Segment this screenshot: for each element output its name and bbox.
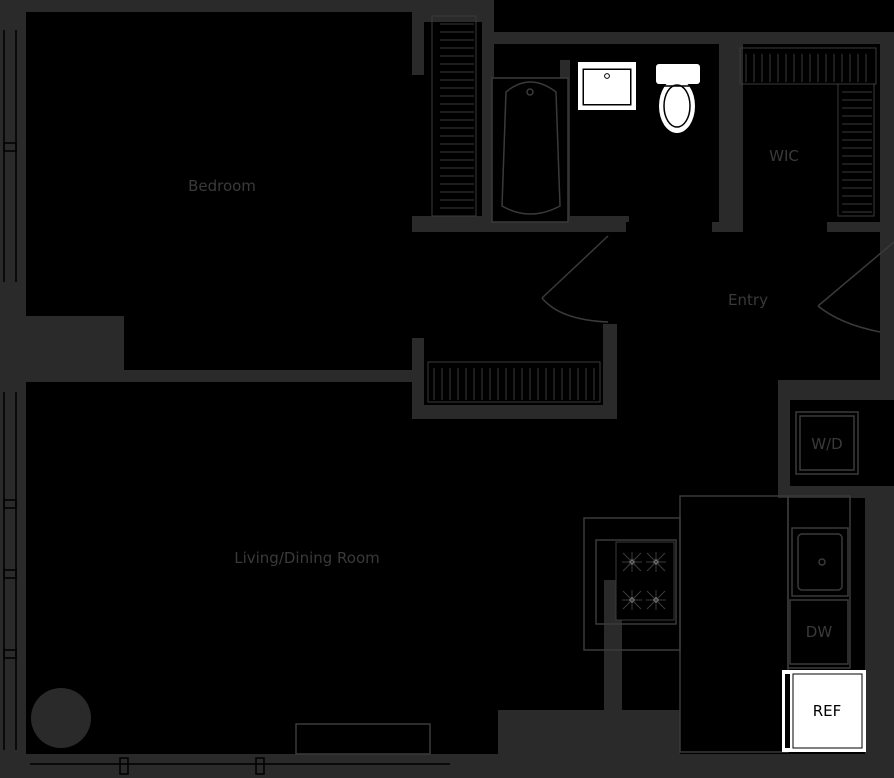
bathtub (491, 77, 569, 223)
room-label-entry: Entry (728, 291, 768, 309)
room-label-living-dining: Living/Dining Room (234, 549, 380, 567)
kitchen-sink (791, 527, 849, 597)
doors (541, 235, 894, 333)
burner-grate (622, 552, 642, 572)
fixture-label-wd: W/D (811, 435, 842, 453)
windows (3, 30, 450, 775)
wic-shelving (739, 47, 877, 217)
fixture-label-dw: DW (806, 623, 833, 641)
kitchen-counter (583, 495, 851, 753)
burner-grate (646, 552, 666, 572)
room-label-wic: WIC (769, 147, 799, 165)
column (31, 688, 91, 748)
bathroom-sink (578, 62, 636, 110)
room-label-bedroom: Bedroom (188, 177, 256, 195)
washer-dryer (795, 411, 859, 475)
window-seat (295, 723, 431, 755)
hall-closet-shelving (427, 361, 601, 403)
bedroom-closet-shelving (431, 15, 477, 217)
fixture-label-ref: REF (813, 702, 842, 720)
cooktop (595, 539, 677, 625)
burner-grate (646, 590, 666, 610)
burner-grate (622, 590, 642, 610)
dishwasher (789, 599, 849, 665)
refrigerator (782, 670, 866, 752)
toilet (656, 64, 700, 133)
